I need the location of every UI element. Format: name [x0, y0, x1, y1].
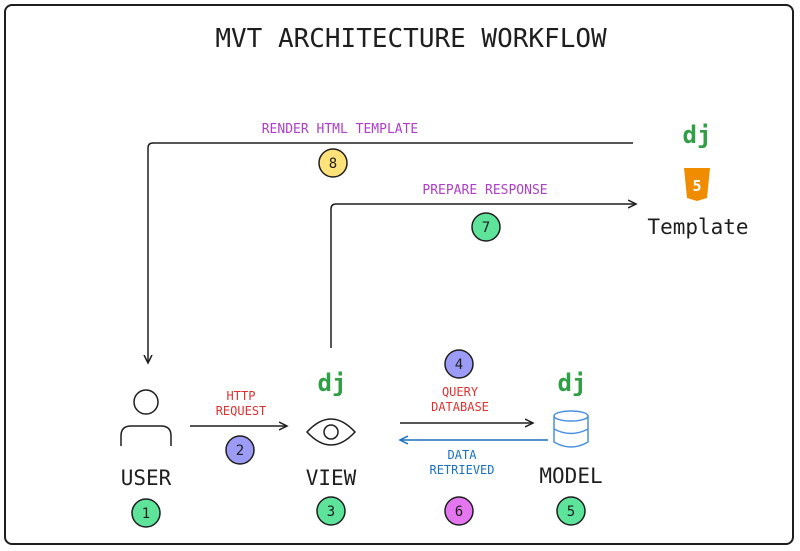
query-database-label-line1: QUERY — [442, 385, 479, 399]
view-label: VIEW — [306, 466, 357, 490]
step-8-number: 8 — [329, 156, 337, 172]
user-node: USER 1 — [120, 389, 172, 528]
step-2-number: 2 — [236, 443, 244, 459]
view-node: dj VIEW 3 — [305, 369, 357, 526]
step-5-number: 5 — [567, 504, 575, 520]
diagram-frame — [4, 4, 794, 545]
user-icon — [120, 389, 172, 446]
prepare-response-label: PREPARE RESPONSE — [422, 183, 547, 198]
database-icon — [553, 410, 589, 448]
step-6-badge: 6 — [444, 496, 474, 526]
model-label: MODEL — [539, 464, 602, 488]
step-2-badge: 2 — [225, 435, 255, 465]
django-logo-icon: dj — [318, 369, 347, 397]
render-html-template-arrow — [148, 142, 633, 363]
html5-badge-number: 5 — [692, 177, 701, 195]
step-7-number: 7 — [482, 220, 490, 236]
step-5-badge: 5 — [556, 496, 586, 526]
step-1-number: 1 — [142, 506, 150, 522]
eye-icon — [305, 418, 357, 446]
step-4-badge: 4 — [444, 349, 474, 379]
prepare-response-arrow — [330, 204, 636, 348]
user-label: USER — [121, 466, 172, 490]
html5-icon: 5 — [684, 168, 710, 201]
template-node: dj 5 Template — [647, 121, 748, 239]
http-request-label-line1: HTTP — [227, 389, 256, 403]
data-retrieved-label-line2: RETRIEVED — [429, 463, 494, 477]
step-4-number: 4 — [455, 357, 463, 373]
step-3-number: 3 — [327, 504, 335, 520]
diagram-title: MVT ARCHITECTURE WORKFLOW — [215, 24, 607, 54]
step-6-number: 6 — [455, 504, 463, 520]
step-8-badge: 8 — [318, 148, 348, 178]
render-html-template-label: RENDER HTML TEMPLATE — [262, 122, 419, 137]
http-request-label-line2: REQUEST — [216, 404, 267, 418]
data-retrieved-label-line1: DATA — [448, 448, 478, 462]
template-label: Template — [647, 215, 748, 239]
django-logo-icon: dj — [683, 121, 712, 149]
django-logo-icon: dj — [558, 369, 587, 397]
step-1-badge: 1 — [131, 498, 161, 528]
step-3-badge: 3 — [316, 496, 346, 526]
model-node: dj MODEL 5 — [539, 369, 603, 526]
query-database-label-line2: DATABASE — [431, 400, 489, 414]
step-7-badge: 7 — [471, 212, 501, 242]
